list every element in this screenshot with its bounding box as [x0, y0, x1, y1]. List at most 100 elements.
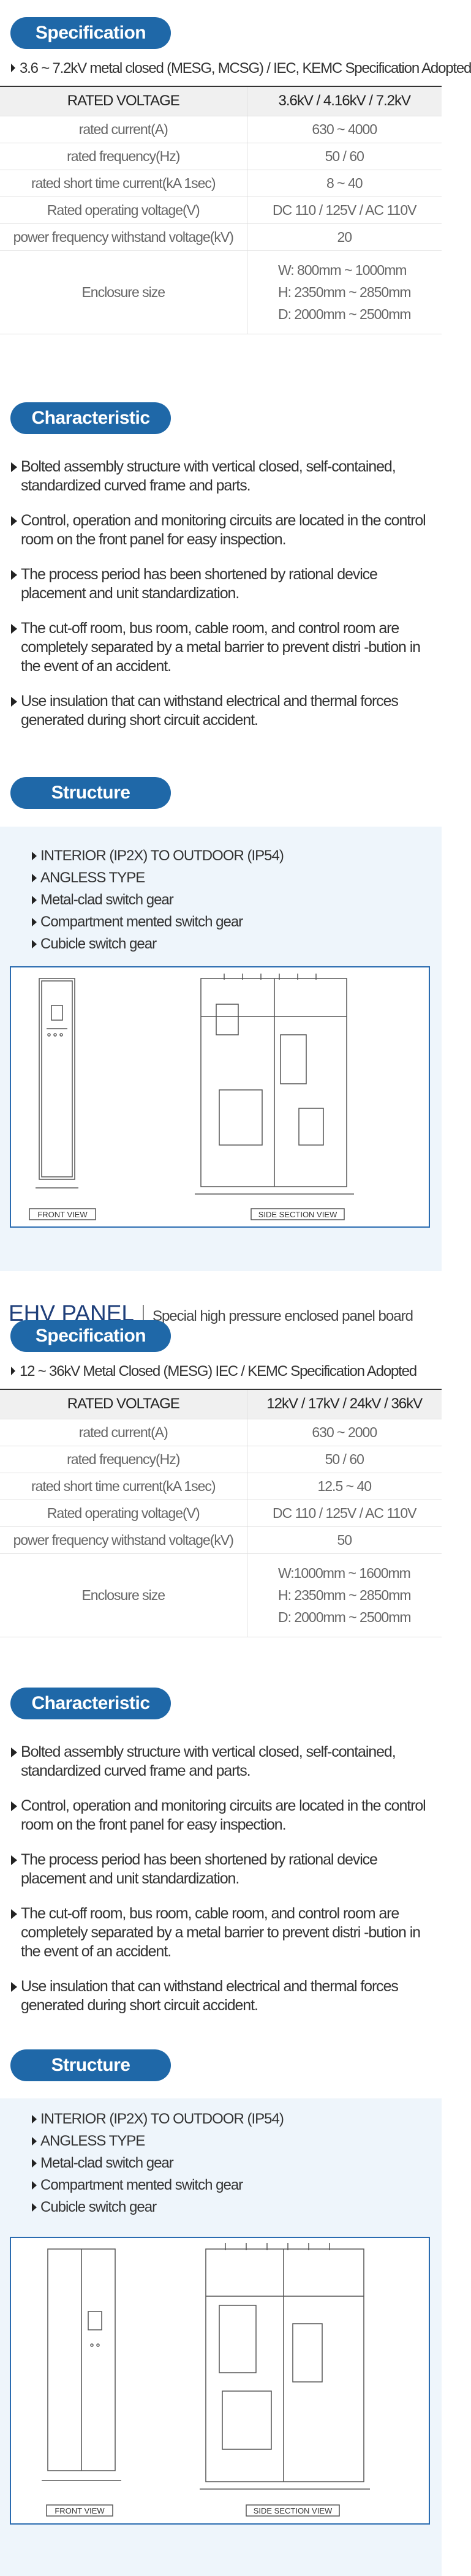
- structure-panel: INTERIOR (IP2X) TO OUTDOOR (IP54) ANGLES…: [0, 827, 442, 1271]
- row-label: rated current(A): [0, 116, 247, 143]
- list-item: Control, operation and monitoring circui…: [11, 511, 440, 549]
- table-row-enclosure: Enclosure size W: 800mm ~ 1000mm H: 2350m…: [0, 250, 442, 334]
- structure-section-2: Structure INTERIOR (IP2X) TO OUTDOOR (IP…: [0, 2049, 442, 2576]
- spec-subtitle: 3.6 ~ 7.2kV metal closed (MESG, MCSG) / …: [11, 60, 471, 77]
- enclosure-height: H: 2350mm ~ 2850mm: [277, 1587, 412, 1603]
- triangle-bullet-icon: [11, 1367, 17, 1375]
- row-label: rated short time current(kA 1sec): [0, 170, 247, 197]
- structure-drawing: FRONT VIEW SIDE SECTION VIEW: [10, 966, 430, 1228]
- list-item: INTERIOR (IP2X) TO OUTDOOR (IP54): [32, 845, 442, 867]
- structure-pill: Structure: [10, 777, 171, 809]
- row-value: W:1000mm ~ 1600mm H: 2350mm ~ 2850mm D: 20…: [247, 1553, 442, 1637]
- row-label: rated current(A): [0, 1419, 247, 1446]
- row-value: 50 / 60: [247, 1446, 442, 1473]
- characteristic-pill: Characteristic: [10, 402, 171, 434]
- spec-section-1: Specification 3.6 ~ 7.2kV metal closed (…: [0, 0, 471, 361]
- row-label: Rated operating voltage(V): [0, 197, 247, 224]
- table-row: power frequency withstand voltage(kV)50: [0, 1526, 442, 1554]
- structure-panel: INTERIOR (IP2X) TO OUTDOOR (IP54) ANGLES…: [0, 2098, 442, 2576]
- enclosure-width: W: 800mm ~ 1000mm: [277, 262, 407, 278]
- triangle-bullet-icon: [11, 64, 17, 72]
- list-item: The cut-off room, bus room, cable room, …: [11, 1904, 440, 1961]
- list-item: Metal-clad switch gear: [32, 889, 442, 911]
- list-item: ANGLESS TYPE: [32, 867, 442, 889]
- list-item: INTERIOR (IP2X) TO OUTDOOR (IP54): [32, 2108, 442, 2130]
- table-header-row: RATED VOLTAGE 3.6kV / 4.16kV / 7.2kV: [0, 86, 442, 116]
- characteristic-section-1: Characteristic Bolted assembly structure…: [0, 361, 442, 772]
- table-header-label: RATED VOLTAGE: [0, 1389, 247, 1419]
- list-item: Use insulation that can withstand electr…: [11, 1977, 440, 2015]
- characteristic-section-2: Characteristic Bolted assembly structure…: [0, 1660, 442, 2049]
- list-item: The process period has been shortened by…: [11, 1850, 440, 1888]
- enclosure-width: W:1000mm ~ 1600mm: [277, 1565, 411, 1581]
- structure-list: INTERIOR (IP2X) TO OUTDOOR (IP54) ANGLES…: [0, 827, 442, 955]
- table-row: power frequency withstand voltage(kV)20: [0, 223, 442, 251]
- list-item: Use insulation that can withstand electr…: [11, 692, 440, 730]
- row-label: rated short time current(kA 1sec): [0, 1473, 247, 1500]
- list-item: ANGLESS TYPE: [32, 2130, 442, 2152]
- row-value: 8 ~ 40: [247, 170, 442, 197]
- row-value: 20: [247, 223, 442, 251]
- spec-subtitle: 12 ~ 36kV Metal Closed (MESG) IEC / KEMC…: [11, 1363, 442, 1380]
- characteristic-list: Bolted assembly structure with vertical …: [11, 1743, 440, 2015]
- row-label: Enclosure size: [0, 250, 247, 334]
- row-value: 50: [247, 1526, 442, 1554]
- specification-pill: Specification: [10, 17, 171, 49]
- row-value: DC 110 / 125V / AC 110V: [247, 1500, 442, 1527]
- structure-pill: Structure: [10, 2049, 171, 2081]
- list-item: Compartment mented switch gear: [32, 2174, 442, 2196]
- list-item: The cut-off room, bus room, cable room, …: [11, 619, 440, 676]
- row-label: Rated operating voltage(V): [0, 1500, 247, 1527]
- title-divider: [142, 1305, 144, 1323]
- side-view-label: SIDE SECTION VIEW: [254, 2506, 333, 2515]
- list-item: Compartment mented switch gear: [32, 911, 442, 933]
- table-header-value: 12kV / 17kV / 24kV / 36kV: [247, 1389, 442, 1419]
- spec-table: RATED VOLTAGE 12kV / 17kV / 24kV / 36kV …: [0, 1389, 442, 1637]
- table-row: rated frequency(Hz)50 / 60: [0, 143, 442, 170]
- row-label: Enclosure size: [0, 1553, 247, 1637]
- table-row: rated current(A)630 ~ 2000: [0, 1419, 442, 1446]
- structure-drawing: FRONT VIEW SIDE SECTION VIEW: [10, 2237, 430, 2525]
- enclosure-height: H: 2350mm ~ 2850mm: [277, 284, 412, 300]
- table-header-value: 3.6kV / 4.16kV / 7.2kV: [247, 86, 442, 116]
- spec-section-2: Specification 12 ~ 36kV Metal Closed (ME…: [0, 1320, 442, 1660]
- table-row: Rated operating voltage(V)DC 110 / 125V …: [0, 197, 442, 224]
- list-item: The process period has been shortened by…: [11, 565, 440, 603]
- row-label: power frequency withstand voltage(kV): [0, 1526, 247, 1554]
- characteristic-pill: Characteristic: [10, 1688, 171, 1719]
- table-header-label: RATED VOLTAGE: [0, 86, 247, 116]
- switchgear-drawing-svg: FRONT VIEW SIDE SECTION VIEW: [29, 974, 354, 1220]
- row-label: power frequency withstand voltage(kV): [0, 223, 247, 251]
- list-item: Control, operation and monitoring circui…: [11, 1797, 440, 1834]
- row-label: rated frequency(Hz): [0, 143, 247, 170]
- structure-list: INTERIOR (IP2X) TO OUTDOOR (IP54) ANGLES…: [0, 2098, 442, 2218]
- structure-section-1: Structure INTERIOR (IP2X) TO OUTDOOR (IP…: [0, 772, 442, 1271]
- row-value: 630 ~ 4000: [247, 116, 442, 143]
- table-row: rated short time current(kA 1sec)12.5 ~ …: [0, 1473, 442, 1500]
- list-item: Bolted assembly structure with vertical …: [11, 1743, 440, 1781]
- front-view-label: FRONT VIEW: [55, 2506, 105, 2515]
- front-view-label: FRONT VIEW: [37, 1210, 88, 1219]
- table-row: Rated operating voltage(V)DC 110 / 125V …: [0, 1500, 442, 1527]
- switchgear-drawing-svg: FRONT VIEW SIDE SECTION VIEW: [42, 2243, 370, 2517]
- spec-table: RATED VOLTAGE 3.6kV / 4.16kV / 7.2kV rat…: [0, 86, 442, 334]
- enclosure-depth: D: 2000mm ~ 2500mm: [277, 1609, 412, 1625]
- side-view-label: SIDE SECTION VIEW: [258, 1210, 337, 1219]
- table-header-row: RATED VOLTAGE 12kV / 17kV / 24kV / 36kV: [0, 1389, 442, 1419]
- row-value: 12.5 ~ 40: [247, 1473, 442, 1500]
- row-value: 50 / 60: [247, 143, 442, 170]
- row-label: rated frequency(Hz): [0, 1446, 247, 1473]
- list-item: Cubicle switch gear: [32, 933, 442, 955]
- table-row: rated frequency(Hz)50 / 60: [0, 1446, 442, 1473]
- list-item: Bolted assembly structure with vertical …: [11, 457, 440, 495]
- specification-pill: Specification: [10, 1320, 171, 1352]
- table-row-enclosure: Enclosure size W:1000mm ~ 1600mm H: 2350m…: [0, 1553, 442, 1637]
- page-subtitle: Special high pressure enclosed panel boa…: [152, 1308, 413, 1324]
- characteristic-list: Bolted assembly structure with vertical …: [11, 457, 440, 730]
- row-value: DC 110 / 125V / AC 110V: [247, 197, 442, 224]
- list-item: Metal-clad switch gear: [32, 2152, 442, 2174]
- list-item: Cubicle switch gear: [32, 2196, 442, 2218]
- row-value: 630 ~ 2000: [247, 1419, 442, 1446]
